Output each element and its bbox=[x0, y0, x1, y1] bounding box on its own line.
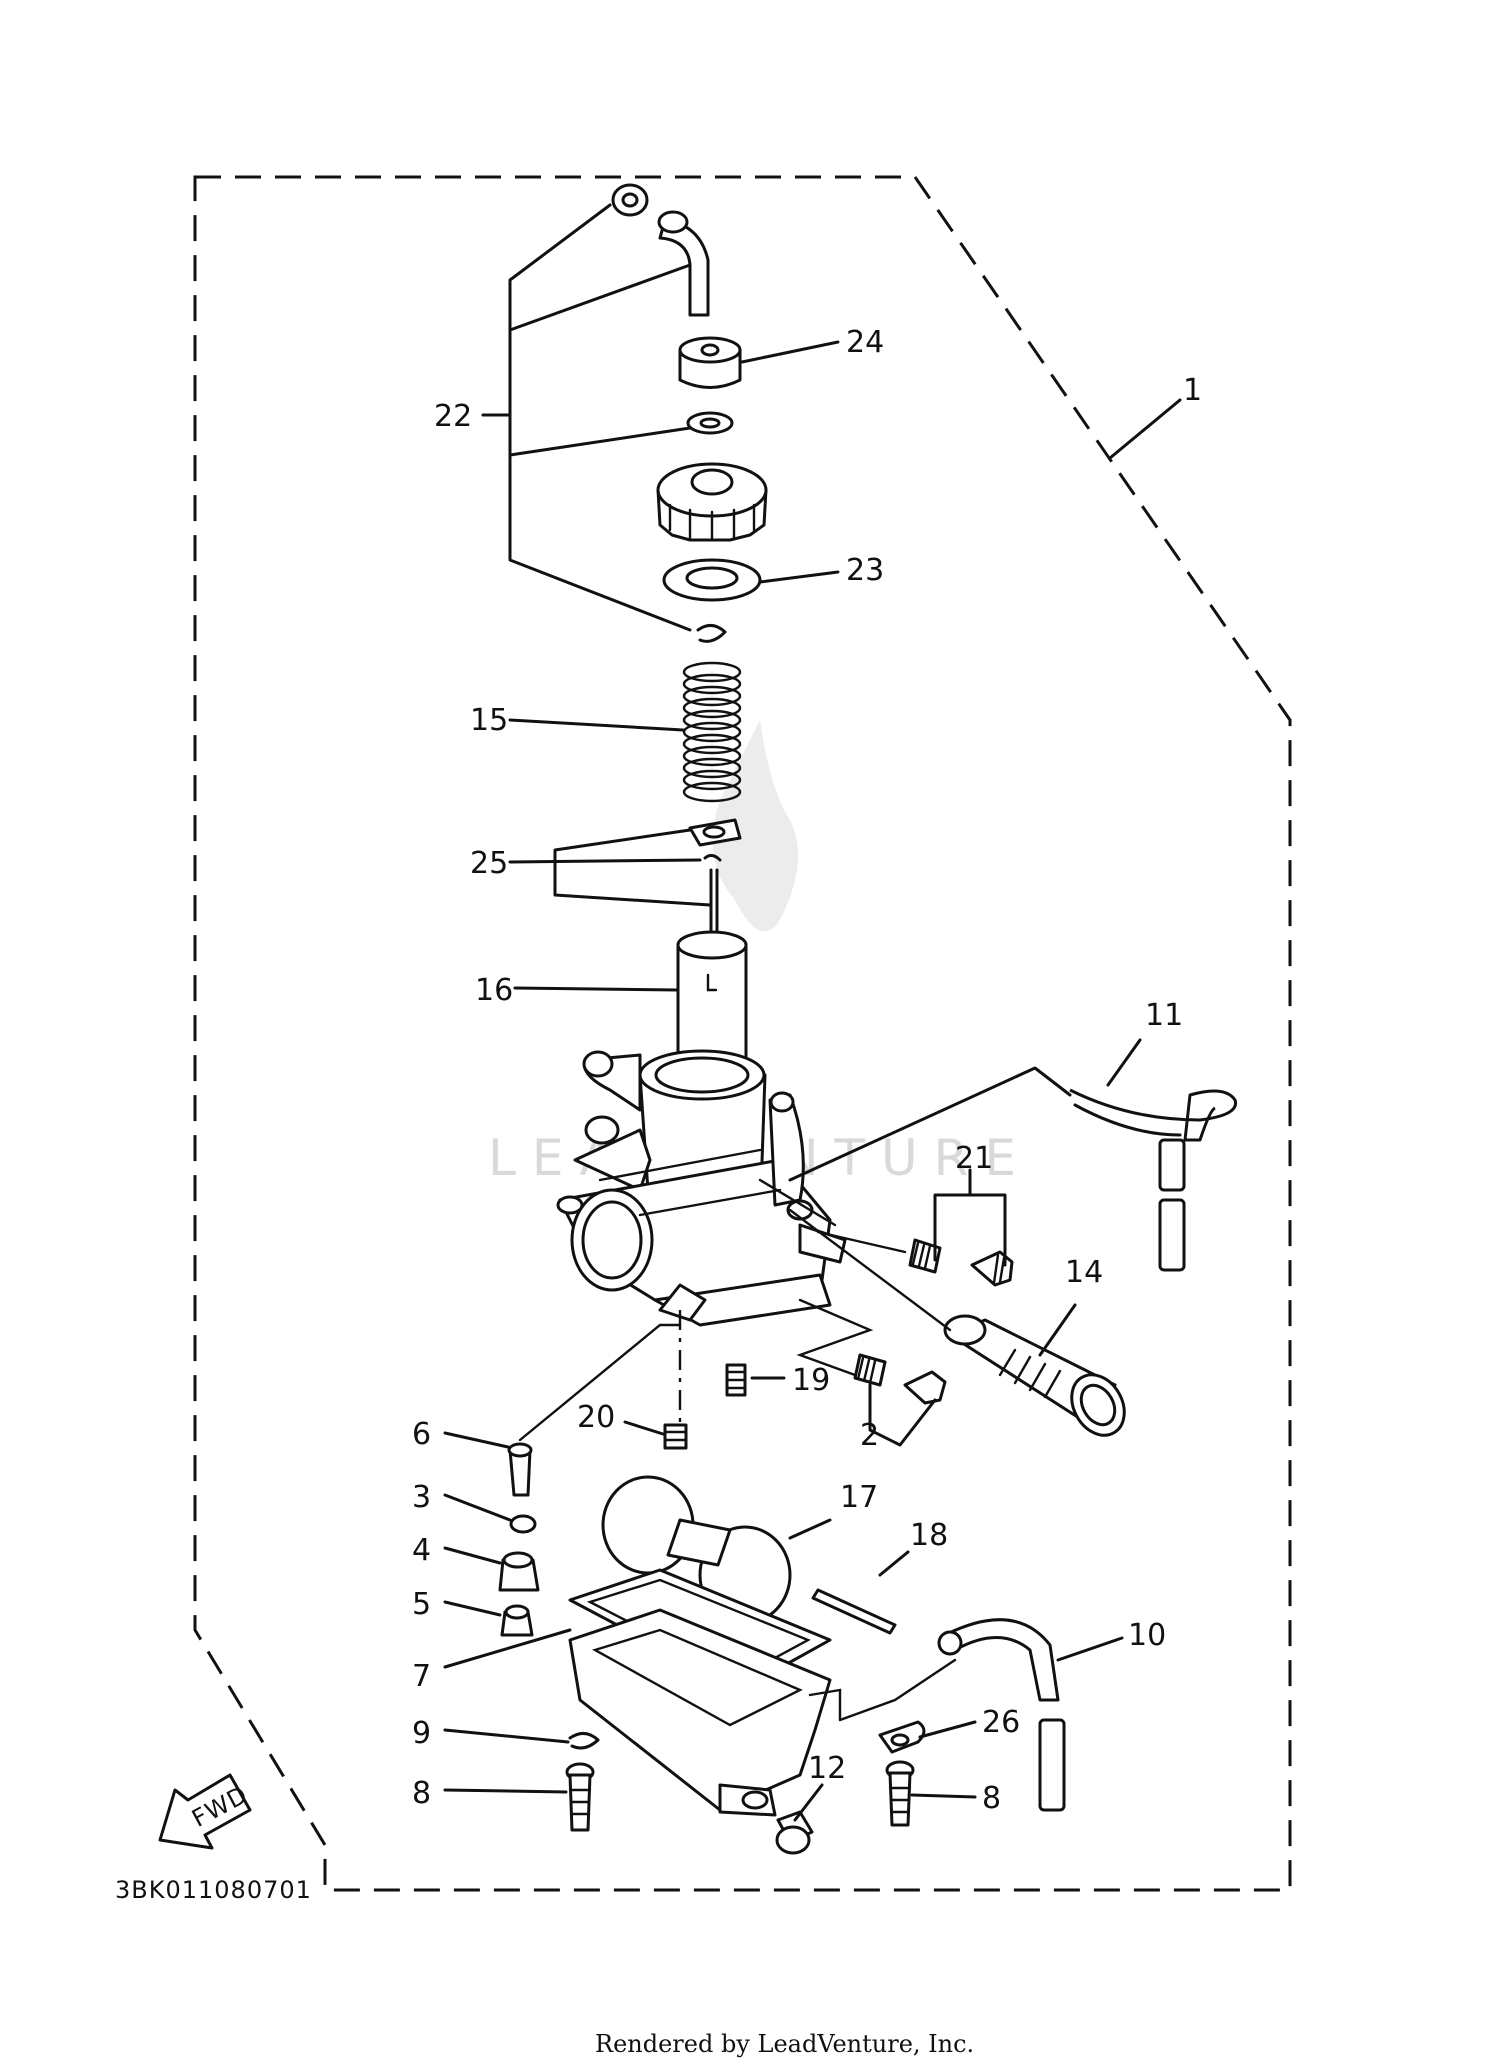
label-15: 15 bbox=[470, 703, 508, 738]
part-washer-small bbox=[686, 411, 734, 435]
assembly-boundary bbox=[193, 175, 1292, 1892]
part-9-lock-washer bbox=[568, 1732, 600, 1750]
part-8-screw-left bbox=[565, 1762, 595, 1832]
label-6: 6 bbox=[412, 1417, 431, 1452]
label-12: 12 bbox=[808, 1751, 846, 1786]
label-10: 10 bbox=[1128, 1618, 1166, 1653]
part-4-jet-holder bbox=[498, 1551, 540, 1592]
label-7: 7 bbox=[412, 1659, 431, 1694]
label-8-left: 8 bbox=[412, 1776, 431, 1811]
label-5: 5 bbox=[412, 1587, 431, 1622]
forward-arrow-icon: FWD bbox=[158, 1773, 253, 1850]
label-20: 20 bbox=[577, 1400, 615, 1435]
label-8-right: 8 bbox=[982, 1781, 1001, 1816]
label-21: 21 bbox=[955, 1141, 993, 1176]
label-19: 19 bbox=[792, 1363, 830, 1398]
label-11: 11 bbox=[1145, 998, 1183, 1033]
part-clip-top bbox=[696, 624, 727, 643]
part-6-needle-jet bbox=[507, 1442, 533, 1497]
label-2: 2 bbox=[860, 1418, 879, 1453]
label-23: 23 bbox=[846, 553, 884, 588]
footer-credit: Rendered by LeadVenture, Inc. bbox=[595, 2030, 974, 2058]
part-nut-top bbox=[611, 183, 649, 217]
label-3: 3 bbox=[412, 1480, 431, 1515]
label-26: 26 bbox=[982, 1705, 1020, 1740]
part-mixing-chamber-top bbox=[656, 462, 768, 542]
label-9: 9 bbox=[412, 1716, 431, 1751]
label-17: 17 bbox=[840, 1480, 878, 1515]
part-3-o-ring bbox=[509, 1514, 537, 1534]
label-24: 24 bbox=[846, 325, 884, 360]
part-19-main-jet bbox=[725, 1363, 747, 1397]
label-4: 4 bbox=[412, 1533, 431, 1568]
part-20-plug bbox=[663, 1423, 688, 1450]
part-vent-elbow bbox=[657, 210, 710, 317]
part-24-cap bbox=[678, 336, 742, 389]
part-21-pilot-screw-set bbox=[908, 1238, 1014, 1287]
label-1: 1 bbox=[1183, 373, 1202, 408]
leader-lines bbox=[443, 203, 1182, 1822]
diagram-code: 3BK011080701 bbox=[115, 1876, 312, 1904]
part-carburetor-body bbox=[556, 1049, 847, 1327]
part-2-air-screw-set bbox=[853, 1353, 947, 1405]
part-18-float-pin bbox=[811, 1588, 897, 1635]
part-number-labels: 1 2 3 4 5 6 7 8 8 9 10 11 12 14 15 16 17… bbox=[412, 325, 1202, 1816]
part-23-gasket bbox=[662, 558, 762, 602]
part-15-spring bbox=[682, 661, 742, 803]
part-8-screw-right bbox=[885, 1760, 915, 1827]
label-25: 25 bbox=[470, 846, 508, 881]
part-14-starter-plunger bbox=[943, 1314, 1126, 1437]
label-22: 22 bbox=[434, 399, 472, 434]
part-12-drain-screw bbox=[775, 1810, 814, 1855]
part-5-pilot-jet bbox=[500, 1604, 534, 1637]
label-14: 14 bbox=[1065, 1255, 1103, 1290]
part-25-needle-set bbox=[688, 818, 742, 957]
label-16: 16 bbox=[475, 973, 513, 1008]
part-11-overflow-hose bbox=[1069, 1088, 1238, 1272]
part-16-throttle-valve bbox=[676, 930, 748, 1069]
part-26-bracket bbox=[878, 1720, 926, 1754]
part-10-air-vent-hose bbox=[937, 1618, 1066, 1812]
part-float-bowl bbox=[568, 1608, 842, 1817]
label-18: 18 bbox=[910, 1518, 948, 1553]
